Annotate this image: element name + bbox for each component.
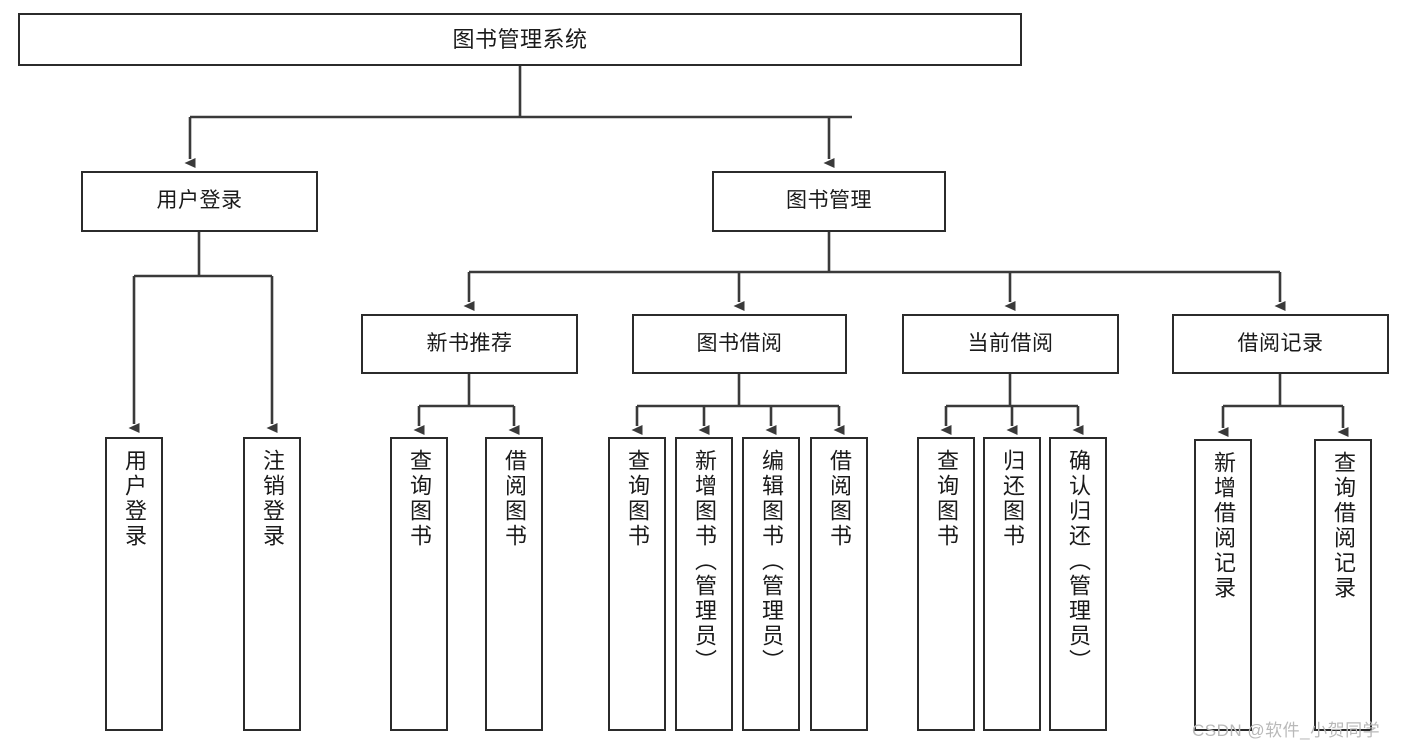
leaf-new-book-query-label: 查询图书: [407, 449, 432, 549]
node-new-book-recommend[interactable]: 新书推荐: [361, 314, 578, 374]
leaf-book-borrow-add[interactable]: 新增图书（管理员）: [675, 437, 733, 731]
leaf-new-book-borrow[interactable]: 借阅图书: [485, 437, 543, 731]
leaf-user-login-login-label: 用户登录: [122, 449, 147, 549]
leaf-book-borrow-add-label: 新增图书（管理员）: [692, 449, 717, 674]
node-root[interactable]: 图书管理系统: [18, 13, 1022, 66]
leaf-borrow-record-query[interactable]: 查询借阅记录: [1314, 439, 1372, 731]
leaf-current-borrow-query[interactable]: 查询图书: [917, 437, 975, 731]
node-current-borrow[interactable]: 当前借阅: [902, 314, 1119, 374]
leaf-user-login-logout-label: 注销登录: [260, 449, 285, 549]
leaf-user-login-logout[interactable]: 注销登录: [243, 437, 301, 731]
leaf-user-login-login[interactable]: 用户登录: [105, 437, 163, 731]
node-book-manage-label: 图书管理: [786, 189, 872, 213]
leaf-borrow-record-add[interactable]: 新增借阅记录: [1194, 439, 1252, 731]
leaf-new-book-borrow-label: 借阅图书: [502, 449, 527, 549]
leaf-book-borrow-borrow[interactable]: 借阅图书: [810, 437, 868, 731]
node-borrow-record[interactable]: 借阅记录: [1172, 314, 1389, 374]
leaf-book-borrow-edit[interactable]: 编辑图书（管理员）: [742, 437, 800, 731]
node-borrow-record-label: 借阅记录: [1237, 331, 1324, 355]
node-book-borrow-label: 图书借阅: [696, 331, 783, 355]
leaf-book-borrow-query[interactable]: 查询图书: [608, 437, 666, 731]
node-book-manage[interactable]: 图书管理: [712, 171, 946, 232]
leaf-book-borrow-query-label: 查询图书: [625, 449, 650, 549]
leaf-new-book-query[interactable]: 查询图书: [390, 437, 448, 731]
node-book-borrow[interactable]: 图书借阅: [632, 314, 847, 374]
leaf-borrow-record-query-label: 查询借阅记录: [1331, 451, 1356, 601]
node-new-book-recommend-label: 新书推荐: [426, 331, 513, 355]
leaf-current-borrow-return[interactable]: 归还图书: [983, 437, 1041, 731]
node-user-login[interactable]: 用户登录: [81, 171, 318, 232]
leaf-current-borrow-confirm[interactable]: 确认归还（管理员）: [1049, 437, 1107, 731]
node-root-label: 图书管理系统: [452, 26, 588, 52]
leaf-book-borrow-borrow-label: 借阅图书: [827, 449, 852, 549]
node-current-borrow-label: 当前借阅: [967, 331, 1054, 355]
leaf-current-borrow-return-label: 归还图书: [1000, 449, 1025, 549]
leaf-current-borrow-confirm-label: 确认归还（管理员）: [1066, 449, 1091, 674]
leaf-current-borrow-query-label: 查询图书: [934, 449, 959, 549]
leaf-borrow-record-add-label: 新增借阅记录: [1211, 451, 1236, 601]
node-user-login-label: 用户登录: [156, 189, 243, 213]
leaf-book-borrow-edit-label: 编辑图书（管理员）: [759, 449, 784, 674]
